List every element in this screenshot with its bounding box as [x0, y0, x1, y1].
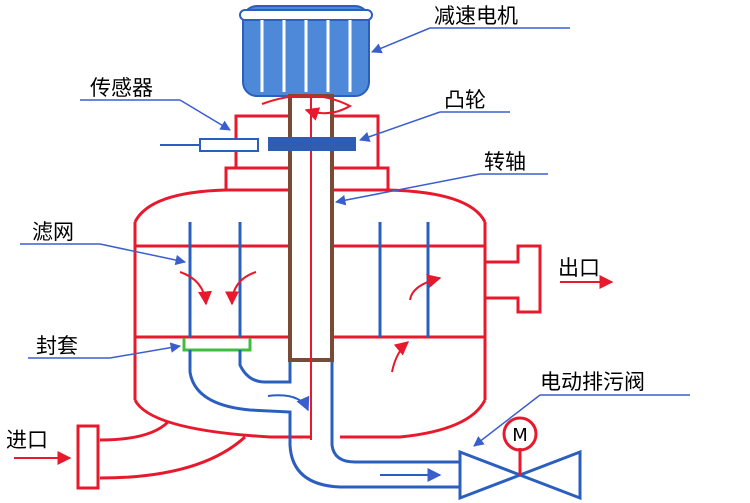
- label-filter-screen: 滤网: [32, 220, 74, 244]
- cam-plate: [268, 137, 356, 151]
- label-sensor: 传感器: [90, 76, 153, 100]
- label-inlet: 进口: [6, 428, 48, 452]
- label-seal-sleeve: 封套: [36, 334, 78, 358]
- label-cam: 凸轮: [444, 88, 486, 112]
- label-shaft: 转轴: [484, 150, 526, 174]
- label-electric-drain-valve: 电动排污阀: [540, 370, 645, 394]
- drain-pipe: [188, 350, 460, 489]
- valve-motor-symbol: M: [512, 425, 528, 446]
- outlet-nozzle: [485, 244, 542, 314]
- flow-arrows: [14, 271, 614, 465]
- pipe-flow-arrows: [267, 394, 442, 482]
- sensor: [160, 138, 259, 152]
- reduction-motor: [239, 5, 373, 97]
- electric-drain-valve: [458, 416, 582, 501]
- seal-sleeve: [182, 338, 252, 352]
- leader-lines: [20, 27, 690, 447]
- rotation-arrow: [261, 94, 353, 121]
- label-outlet: 出口: [558, 256, 600, 280]
- label-reduction-motor: 减速电机: [434, 4, 518, 28]
- inlet-pipe: [76, 420, 247, 490]
